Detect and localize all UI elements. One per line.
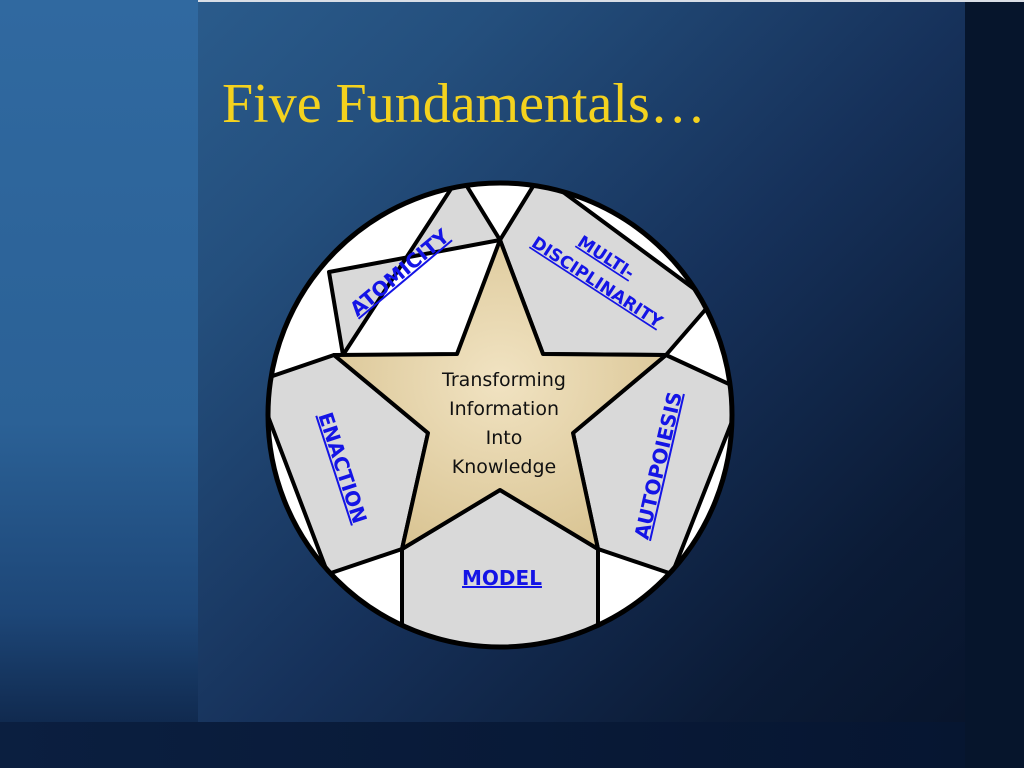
top-rule: [198, 0, 1024, 2]
center-star: [332, 238, 668, 551]
slide-title: Five Fundamentals…: [222, 73, 706, 135]
right-accent-band: [965, 0, 1024, 768]
center-text-line-4: Knowledge: [452, 456, 556, 478]
center-text-line-2: Information: [449, 398, 559, 420]
center-text-line-1: Transforming: [441, 369, 566, 391]
bottom-accent-band: [0, 722, 1024, 768]
center-text-line-3: Into: [486, 427, 523, 449]
outer-circle-outline: [265, 180, 735, 650]
left-accent-band: [0, 0, 198, 768]
label-model[interactable]: MODEL: [462, 566, 542, 590]
